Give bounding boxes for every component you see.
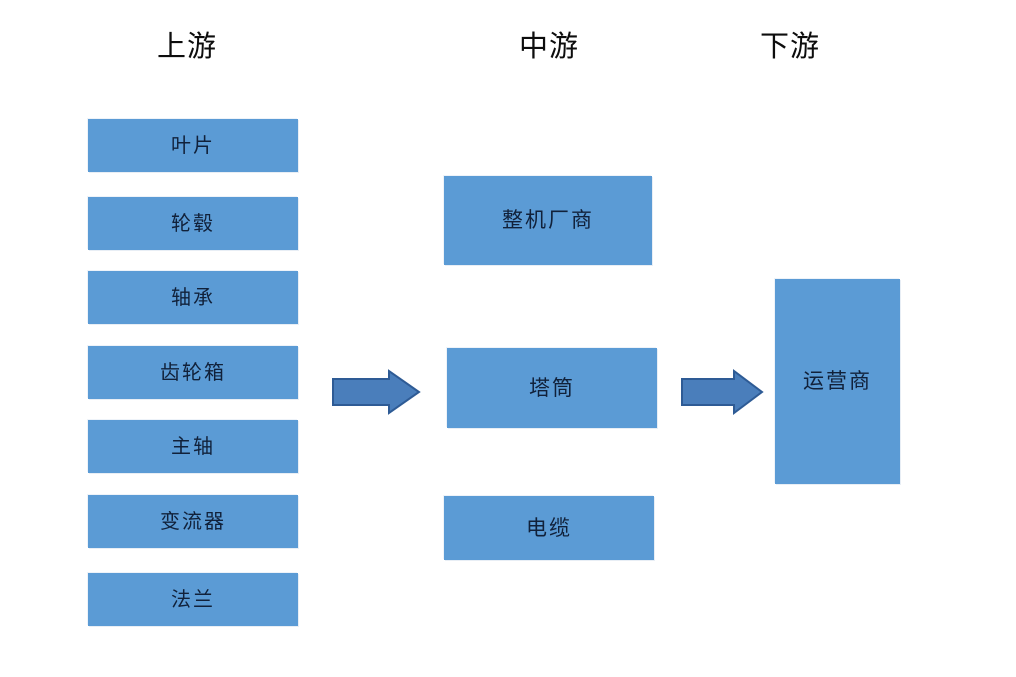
- node-label: 运营商: [803, 369, 872, 393]
- arrow-shape: [681, 369, 764, 415]
- node-label: 变流器: [160, 510, 226, 533]
- node-label: 齿轮箱: [160, 361, 226, 384]
- arrow-shape: [332, 369, 421, 415]
- column-header-downstream: 下游: [760, 31, 821, 63]
- node-label: 主轴: [171, 435, 215, 458]
- node-upstream-gearbox[interactable]: 齿轮箱: [88, 346, 298, 399]
- node-label: 叶片: [171, 134, 215, 157]
- arrow-upstream-to-midstream: [332, 369, 421, 415]
- node-upstream-flange[interactable]: 法兰: [88, 573, 298, 626]
- node-label: 整机厂商: [502, 208, 594, 232]
- node-downstream-operator[interactable]: 运营商: [775, 279, 900, 484]
- node-midstream-cable[interactable]: 电缆: [444, 496, 654, 560]
- node-label: 轮毂: [171, 212, 215, 235]
- node-label: 法兰: [171, 588, 215, 611]
- column-header-upstream: 上游: [157, 31, 218, 63]
- node-upstream-main-shaft[interactable]: 主轴: [88, 420, 298, 473]
- node-upstream-bearing[interactable]: 轴承: [88, 271, 298, 324]
- node-label: 电缆: [526, 515, 572, 540]
- node-upstream-converter[interactable]: 变流器: [88, 495, 298, 548]
- node-midstream-turbine-manufacturer[interactable]: 整机厂商: [444, 176, 652, 265]
- node-upstream-hub[interactable]: 轮毂: [88, 197, 298, 250]
- node-label: 塔筒: [529, 375, 575, 400]
- column-header-midstream: 中游: [519, 31, 580, 63]
- node-midstream-tower[interactable]: 塔筒: [447, 348, 657, 428]
- node-upstream-blade[interactable]: 叶片: [88, 119, 298, 172]
- node-label: 轴承: [171, 286, 215, 309]
- arrow-midstream-to-downstream: [681, 369, 764, 415]
